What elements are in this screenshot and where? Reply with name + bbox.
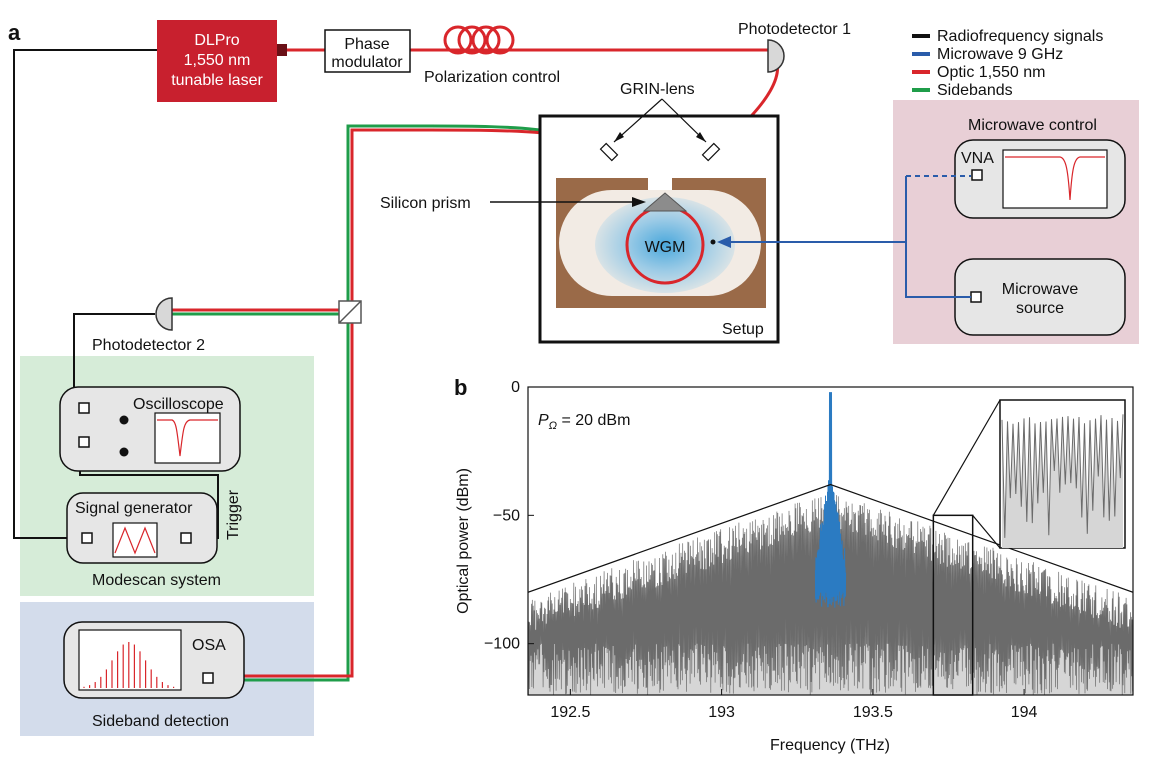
silicon-prism-label: Silicon prism [380,195,471,212]
legend-item-sidebands: Sidebands [937,82,1013,99]
inset-plot [999,399,1126,549]
oscilloscope: Oscilloscope [59,386,241,472]
photodetector-1-label: Photodetector 1 [738,21,851,38]
grin-lens-label: GRIN-lens [620,81,695,98]
y-tick-label: −50 [493,507,520,524]
osa-label: OSA [192,637,226,654]
grin-lenses: GRIN-lens [599,81,721,162]
center-sidebands [814,392,847,608]
sideband-detection-label: Sideband detection [92,713,229,730]
zoom-connector-2 [972,514,1001,549]
vna-label: VNA [961,150,994,167]
panel-a-letter: a [8,20,21,45]
laser-label-3: tunable laser [171,72,263,89]
microwave-source-label-1: Microwave [1002,281,1079,298]
x-axis-label: Frequency (THz) [770,737,890,754]
y-tick-label: 0 [511,379,520,396]
spectrum-chart: 192.5 193 193.5 194 0 −50 −100 Frequency (THz… [455,379,1134,754]
legend: Radiofrequency signals Microwave 9 GHz O… [912,28,1103,99]
polarization-coils [443,25,515,55]
zoom-connector-1 [932,399,1001,516]
power-symbol: P [538,412,549,429]
phase-modulator-label-1: Phase [344,36,389,53]
zoom-window [932,514,974,696]
setup-label: Setup [722,321,764,338]
x-tick-label: 193 [708,704,735,721]
photodetector-1-icon [767,39,785,73]
y-tick-label: −100 [484,636,520,653]
legend-item-rf: Radiofrequency signals [937,28,1103,45]
plot-frame [527,386,1134,696]
power-value: = 20 dBm [557,412,630,429]
trigger-label: Trigger [225,489,242,540]
signal-generator-label: Signal generator [75,500,193,517]
microwave-source-label-2: source [1016,300,1064,317]
y-axis-label: Optical power (dBm) [455,468,472,614]
laser-label-2: 1,550 nm [184,52,251,69]
phase-modulator-label-2: modulator [331,54,403,71]
laser-box: DLPro 1,550 nm tunable laser [157,20,287,102]
microwave-source: Microwave source [954,258,1126,336]
wgm-label: WGM [645,239,686,256]
power-subscript: Ω [549,420,557,432]
x-tick-label: 192.5 [550,704,590,721]
phase-modulator: Phase modulator [324,29,411,73]
microwave-control-label: Microwave control [968,117,1097,134]
microwave-arrowhead [717,236,731,248]
setup-box: WGM Setup [538,114,780,344]
photodetector-2-label: Photodetector 2 [92,337,205,354]
legend-item-microwave: Microwave 9 GHz [937,46,1063,63]
polarization-control-label: Polarization control [424,69,560,86]
microwave-wiring [727,175,971,298]
spectrum-envelope [528,483,1133,593]
laser-label-1: DLPro [194,32,239,49]
oscilloscope-label: Oscilloscope [133,396,224,413]
power-annotation: PΩ = 20 dBm [538,412,630,432]
photodetector-2-icon [155,297,173,331]
panel-b-letter: b [454,375,467,400]
x-tick-label: 193.5 [853,704,893,721]
x-tick-label: 194 [1011,704,1038,721]
osa-instrument: OSA [63,621,245,699]
modescan-system-label: Modescan system [92,572,221,589]
legend-item-optic: Optic 1,550 nm [937,64,1046,81]
vna-instrument: VNA [954,139,1126,219]
beam-splitter [338,300,362,324]
signal-generator: Signal generator [66,492,218,564]
